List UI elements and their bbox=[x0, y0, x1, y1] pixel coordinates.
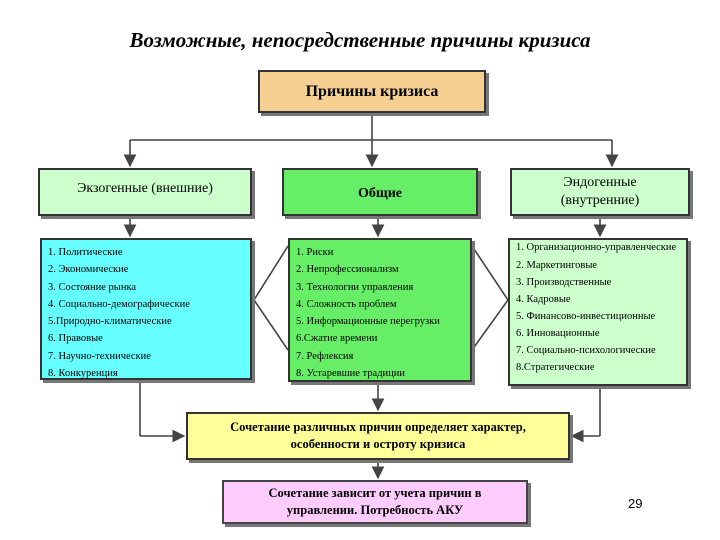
list-item: 1. Политические bbox=[48, 247, 123, 258]
endogenous-category-line2: (внутренние) bbox=[560, 193, 640, 208]
dependency-line1: Сочетание зависит от учета причин в bbox=[268, 486, 482, 500]
general-list: 1. Риски 2. Непрофессионализм 3. Техноло… bbox=[288, 238, 472, 382]
dependency-box: Сочетание зависит от учета причин в упра… bbox=[222, 480, 528, 524]
list-item: 5.Природно-климатические bbox=[48, 316, 172, 328]
list-item: 8. Устаревшие традиции bbox=[296, 368, 406, 380]
list-item: 5. Финансово-инвестиционные bbox=[516, 311, 656, 322]
list-item: 6.Сжатие времени bbox=[296, 333, 378, 345]
list-item: 6. Инновационные bbox=[516, 328, 600, 339]
endogenous-list: 1. Организационно-управленческие 2. Марк… bbox=[508, 238, 688, 386]
combination-line2: особенности и остроту кризиса bbox=[290, 437, 466, 451]
list-item: 6. Правовые bbox=[48, 333, 103, 345]
list-item: 7. Рефлексия bbox=[296, 350, 354, 362]
list-item: 5. Информационные перегрузки bbox=[296, 316, 440, 328]
combination-box: Сочетание различных причин определяет ха… bbox=[186, 412, 570, 460]
list-item: 2. Экономические bbox=[48, 264, 129, 276]
list-item: 2. Непрофессионализм bbox=[296, 264, 399, 276]
list-item: 8.Стратегические bbox=[516, 362, 595, 373]
root-node: Причины кризиса bbox=[258, 70, 486, 113]
list-item: 7. Научно-технические bbox=[48, 350, 151, 362]
list-item: 1. Организационно-управленческие bbox=[516, 242, 677, 253]
combination-line1: Сочетание различных причин определяет ха… bbox=[230, 420, 526, 434]
list-item: 3. Технологии управления bbox=[296, 281, 414, 293]
dependency-line2: управлении. Потребность АКУ bbox=[286, 503, 464, 517]
list-item: 4. Кадровые bbox=[516, 294, 571, 305]
list-item: 4. Сложность проблем bbox=[296, 298, 397, 310]
endogenous-category: Эндогенные (внутренние) bbox=[510, 168, 690, 216]
list-item: 2. Маркетинговые bbox=[516, 260, 598, 271]
list-item: 4. Социально-демографические bbox=[48, 298, 190, 310]
page-title: Возможные, непосредственные причины криз… bbox=[129, 28, 591, 52]
exogenous-list: 1. Политические 2. Экономические 3. Сост… bbox=[40, 238, 252, 380]
list-item: 3. Производственные bbox=[516, 277, 612, 288]
list-item: 7. Социально-психологические bbox=[516, 345, 656, 356]
page-number: 29 bbox=[628, 496, 643, 511]
list-item: 1. Риски bbox=[296, 247, 334, 258]
exogenous-category: Экзогенные (внешние) bbox=[38, 168, 252, 216]
endogenous-category-line1: Эндогенные bbox=[563, 175, 637, 190]
general-category: Общие bbox=[282, 168, 478, 216]
list-item: 8. Конкуренция bbox=[48, 368, 118, 380]
list-item: 3. Состояние рынка bbox=[48, 281, 137, 293]
